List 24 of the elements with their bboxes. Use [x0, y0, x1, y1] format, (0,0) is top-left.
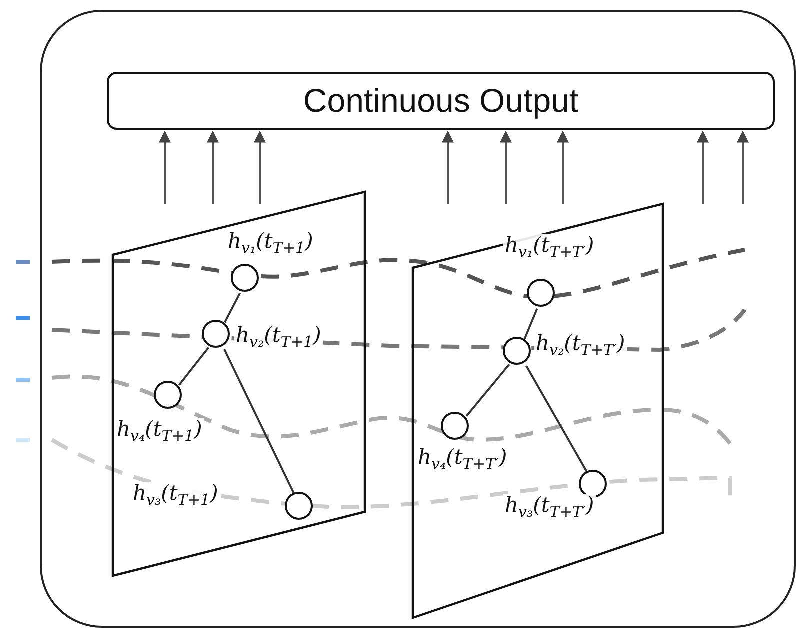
tree-edge [524, 308, 538, 340]
tree-edge [526, 366, 588, 474]
graph-node-circle [441, 412, 469, 440]
arrow [697, 130, 709, 204]
arrow [207, 130, 219, 204]
arrow [254, 130, 266, 204]
arrow [159, 130, 171, 204]
arrow [737, 130, 749, 204]
tree-edge [466, 364, 510, 418]
arrow [500, 130, 512, 204]
rounded-container [40, 10, 796, 628]
graph-node-circle [503, 337, 531, 365]
graph-node-circle [231, 264, 259, 292]
graph-node-circle [579, 470, 607, 498]
graph-node-circle [285, 492, 313, 520]
tree-edge [224, 292, 241, 324]
graph-node-circle [202, 320, 230, 348]
arrow [442, 130, 454, 204]
output-box: Continuous Output [107, 72, 775, 130]
tree-edge [178, 347, 210, 386]
tree-edge [224, 349, 296, 495]
graph-node-circle [527, 279, 555, 307]
arrow [557, 130, 569, 204]
graph-node-circle [154, 381, 182, 409]
